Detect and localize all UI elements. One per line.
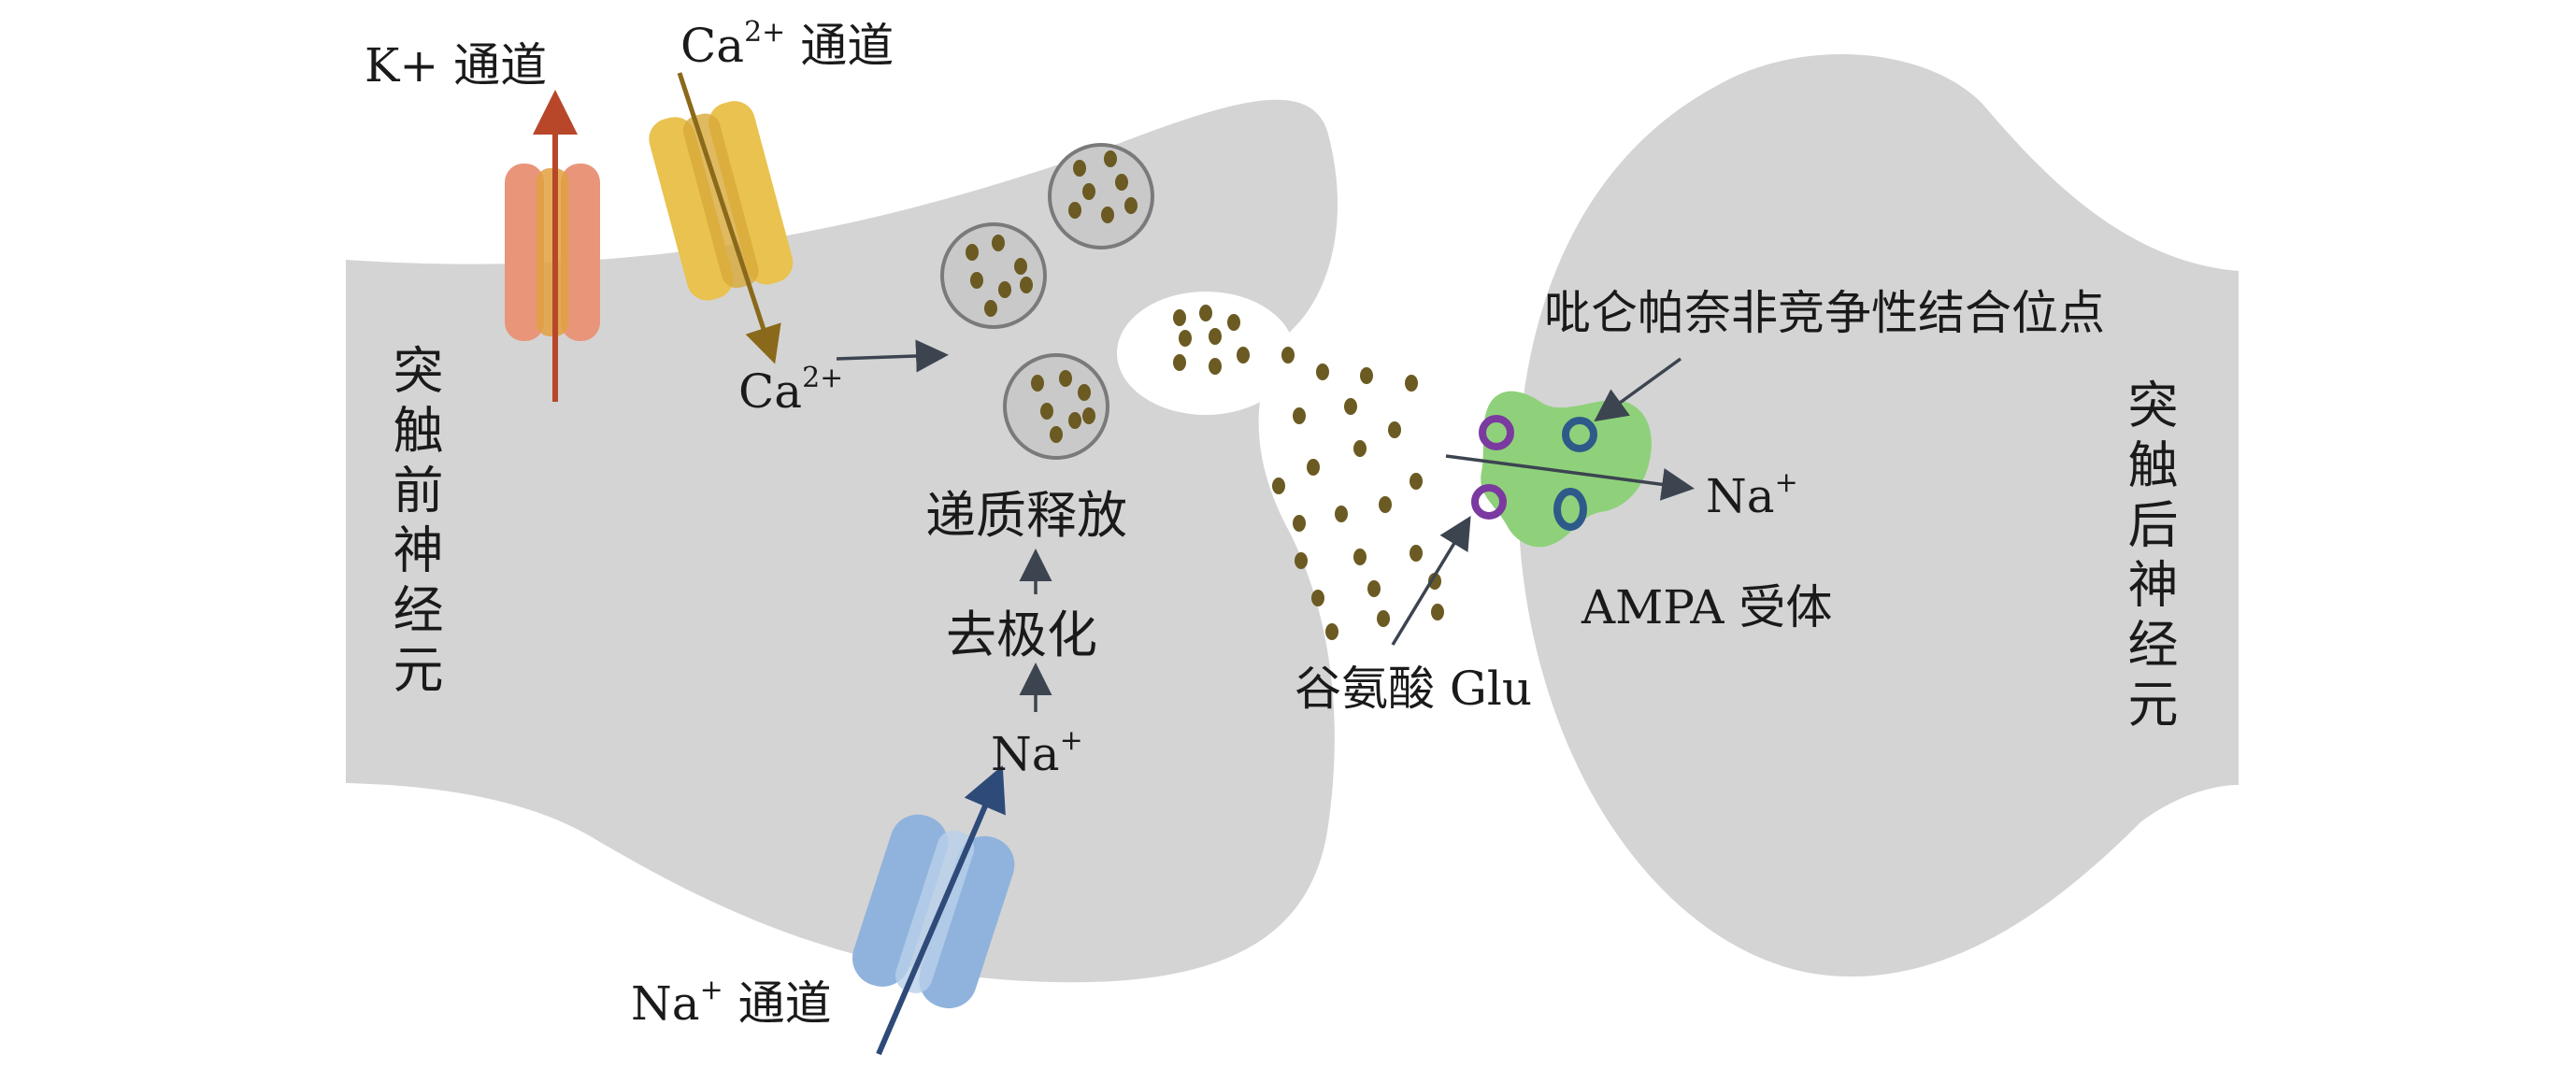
glutamate-dot: [1344, 398, 1357, 415]
glutamate-dot: [1104, 150, 1117, 167]
binding-site-blue: [1562, 417, 1597, 452]
release-pore: [1117, 292, 1295, 415]
glutamate-dot: [1082, 183, 1095, 200]
glutamate-dot: [1311, 590, 1324, 606]
glutamate-dot: [1272, 477, 1285, 494]
ca-channel-label-rest: 通道: [785, 19, 894, 73]
vesicle: [1048, 143, 1154, 249]
na-ion-label-sup: +: [1059, 724, 1083, 757]
glutamate-dot: [1173, 354, 1186, 371]
ca-channel-label-sup: 2+: [744, 16, 786, 49]
glutamate-dot: [1179, 330, 1192, 347]
glutamate-dot: [1101, 207, 1114, 223]
glutamate-dot: [1124, 197, 1138, 214]
glu-pointer: [1391, 516, 1471, 646]
na-efflux-label-sup: +: [1774, 466, 1798, 499]
glutamate-dot: [1050, 426, 1063, 443]
depolarization-label: 去极化: [946, 606, 1097, 664]
glutamate-dot: [1173, 309, 1186, 326]
glutamate-dot: [1281, 347, 1295, 363]
binding-site-purple: [1471, 484, 1507, 520]
glutamate-dot: [1082, 407, 1095, 424]
vesicle: [1003, 353, 1109, 460]
glutamate-dot: [1410, 545, 1423, 562]
glutamate-dot: [1073, 160, 1086, 177]
glutamate-label: 谷氨酸 Glu: [1295, 662, 1533, 716]
ca-channel-label: Ca2+ 通道: [680, 16, 894, 70]
transmitter-release-label: 递质释放: [925, 486, 1127, 545]
glutamate-dot: [1078, 384, 1091, 401]
glutamate-dot: [1335, 506, 1348, 522]
glutamate-dot: [1068, 412, 1081, 429]
postsynaptic-neuron: [1517, 53, 2239, 977]
glutamate-dot: [1209, 358, 1222, 375]
glutamate-dot: [1059, 370, 1072, 387]
glutamate-dot: [1360, 367, 1373, 384]
glutamate-dot: [1227, 314, 1240, 331]
binding-site-blue: [1553, 488, 1587, 531]
ca-ion-label-base: Ca: [738, 364, 803, 419]
glutamate-dot: [1199, 305, 1212, 321]
glutamate-dot: [1293, 407, 1306, 424]
na-ion-label-base: Na: [991, 727, 1060, 781]
glutamate-dot: [998, 281, 1011, 298]
perampanel-site-label: 吡仑帕奈非竞争性结合位点: [1544, 286, 2105, 340]
na-channel-label-base: Na: [631, 976, 700, 1031]
ampa-receptor-label: AMPA 受体: [1581, 580, 1833, 634]
glutamate-dot: [1209, 328, 1222, 345]
glutamate-dot: [1307, 459, 1320, 476]
glutamate-dot: [1040, 403, 1053, 420]
glutamate-dot: [1237, 347, 1250, 363]
na-channel-label: Na+ 通道: [631, 974, 832, 1028]
glutamate-dot: [1068, 202, 1081, 219]
ca-ion-label: Ca2+: [738, 362, 844, 416]
glutamate-molecules: [966, 150, 1444, 640]
glutamate-dot: [1293, 515, 1306, 532]
glutamate-dot: [1377, 610, 1390, 627]
perampanel-pointer: [1594, 357, 1682, 422]
glutamate-dot: [1410, 473, 1423, 490]
glutamate-dot: [1014, 258, 1027, 275]
ca-channel-label-base: Ca: [680, 19, 745, 73]
na-efflux-label-base: Na: [1706, 469, 1775, 523]
glutamate-dot: [970, 272, 983, 289]
ca-to-vesicle-arrow: [836, 339, 949, 373]
ca-influx-arrow: [677, 72, 781, 364]
glutamate-dot: [984, 300, 997, 317]
ca-ion-label-sup: 2+: [802, 362, 844, 394]
glutamate-dot: [966, 244, 979, 261]
glutamate-dot: [1388, 421, 1401, 438]
postsynaptic-neuron-label: 突触后神经元: [2119, 378, 2178, 737]
glutamate-dot: [1405, 375, 1418, 392]
na-ion-label: Na+: [991, 724, 1083, 778]
glutamate-dot: [1115, 174, 1128, 191]
glutamate-dot: [1367, 580, 1381, 597]
k-channel: [505, 90, 600, 402]
glutamate-dot: [1325, 623, 1338, 640]
glutamate-dot: [1353, 440, 1367, 457]
glutamate-dot: [1379, 496, 1392, 513]
glutamate-dot: [1316, 363, 1329, 380]
presynaptic-neuron-label: 突触前神经元: [384, 344, 443, 703]
na-channel-label-rest: 通道: [723, 976, 832, 1031]
na-influx-arrow: [876, 764, 1006, 1056]
glutamate-dot: [1295, 552, 1308, 569]
na-efflux-arrow: [1445, 454, 1695, 501]
na-channel-label-sup: +: [699, 974, 723, 1006]
glutamate-dot: [1353, 549, 1367, 565]
glutamate-dot: [992, 235, 1005, 251]
glutamate-dot: [1428, 573, 1441, 590]
binding-site-purple: [1479, 415, 1514, 450]
presynaptic-neuron: [346, 99, 1338, 983]
glutamate-dot: [1431, 604, 1444, 620]
glutamate-dot: [1031, 375, 1044, 392]
na-efflux-label: Na+: [1706, 469, 1798, 520]
ampa-receptor: [1481, 391, 1652, 548]
k-channel-label: K+ 通道: [365, 38, 548, 93]
glutamate-dot: [1020, 277, 1033, 293]
